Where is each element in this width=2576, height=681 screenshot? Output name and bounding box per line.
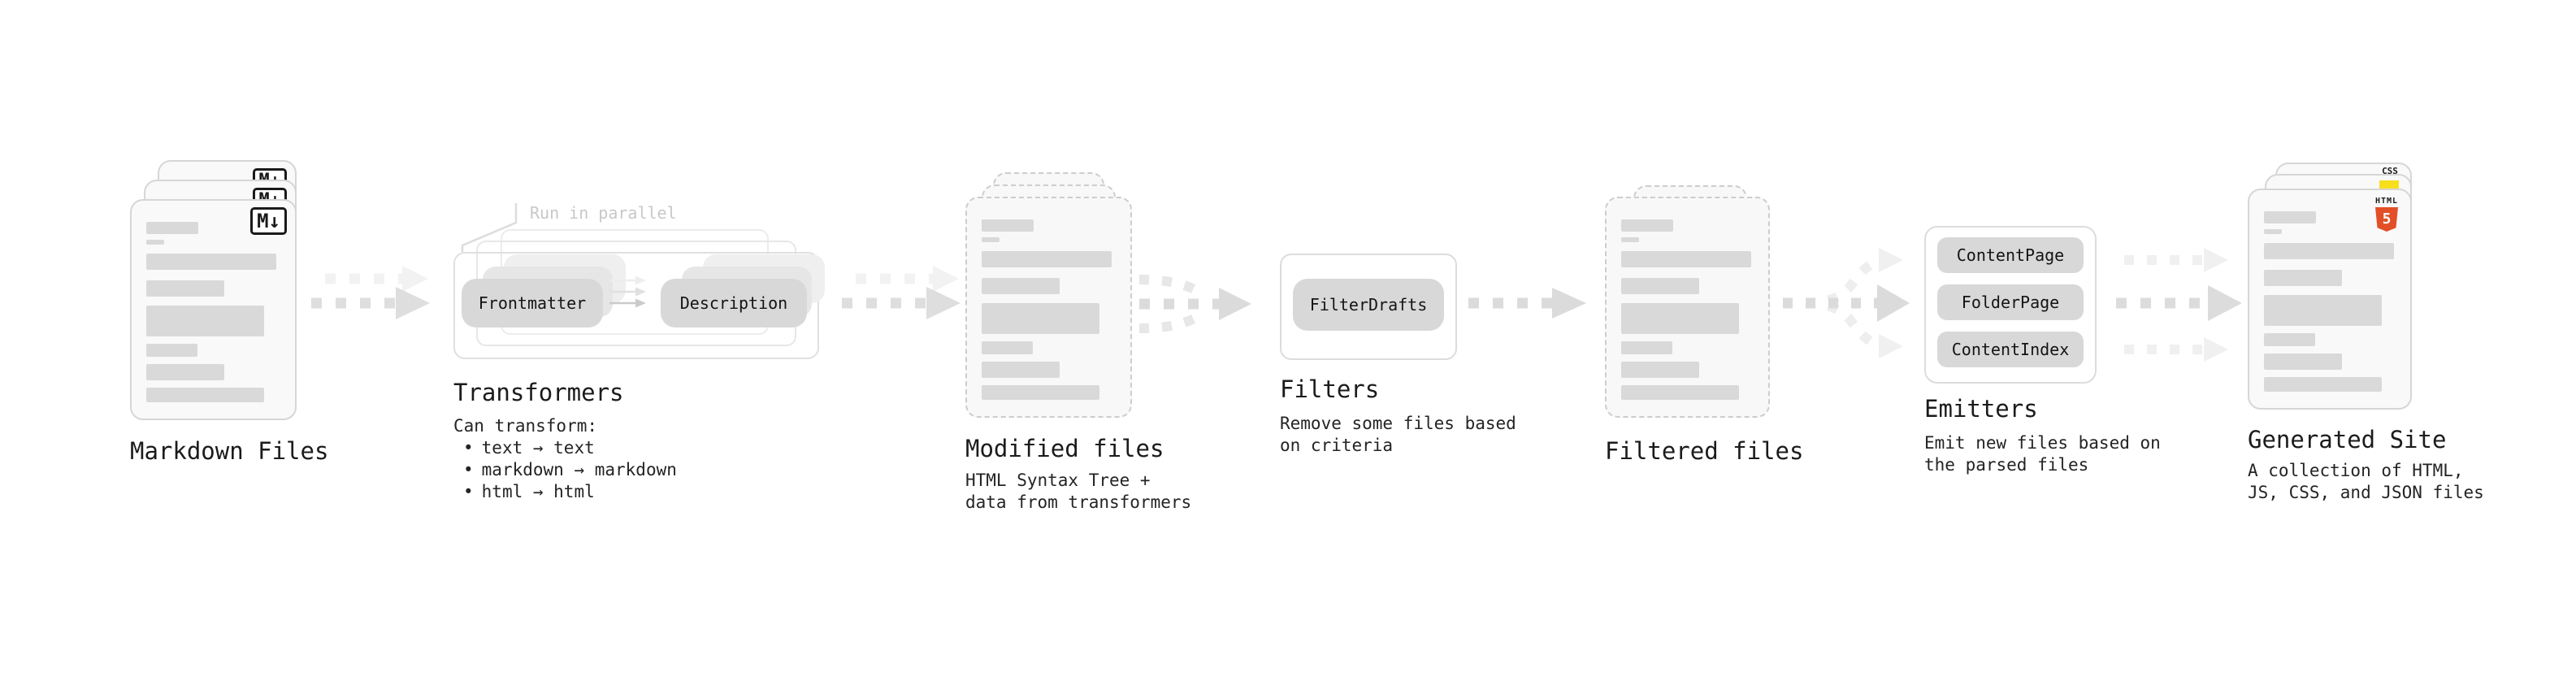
document-placeholder-lines — [2264, 211, 2394, 392]
placeholder-bar — [982, 341, 1033, 354]
placeholder-bar — [146, 240, 164, 245]
bullet-icon: • — [463, 438, 474, 458]
modified-files-caption: HTML Syntax Tree + data from transformer… — [965, 470, 1191, 514]
placeholder-bar — [2264, 243, 2394, 259]
placeholder-bar — [146, 364, 224, 380]
generated-site-card-html: HTML 5 — [2248, 189, 2412, 410]
placeholder-bar — [1621, 341, 1672, 354]
caption-line: Can transform: — [453, 416, 598, 436]
stage-title-modified-files: Modified files — [965, 435, 1164, 462]
placeholder-bar — [1621, 385, 1739, 400]
transformer-node-frontmatter: Frontmatter — [462, 279, 603, 327]
placeholder-bar — [982, 303, 1099, 334]
placeholder-bar — [1621, 219, 1673, 232]
stage-title-filters: Filters — [1280, 375, 1380, 403]
placeholder-bar — [146, 280, 224, 297]
stage-title-emitters: Emitters — [1924, 395, 2038, 423]
placeholder-bar — [982, 278, 1060, 294]
placeholder-bar — [2264, 333, 2315, 346]
javascript-icon — [2379, 180, 2399, 191]
bullet-icon: • — [463, 482, 474, 501]
emitter-node-contentindex: ContentIndex — [1937, 332, 2084, 367]
bullet-item: •text → text — [463, 438, 595, 458]
transformer-node-description: Description — [661, 279, 807, 327]
caption-line: the parsed files — [1924, 455, 2089, 475]
placeholder-bar — [982, 251, 1112, 267]
caption-line: HTML Syntax Tree + — [965, 471, 1151, 490]
emitters-caption: Emit new files based on the parsed files — [1924, 432, 2161, 476]
caption-line: A collection of HTML, — [2248, 461, 2464, 480]
caption-line: Emit new files based on — [1924, 433, 2161, 453]
arrow-fanout-filtered-to-emitters — [1783, 248, 1910, 358]
html5-shield: 5 — [2375, 207, 2398, 232]
bullet-icon: • — [463, 460, 474, 479]
caption-line: JS, CSS, and JSON files — [2248, 483, 2484, 502]
placeholder-bar — [1621, 278, 1699, 294]
parallel-mini-arrows — [609, 275, 646, 308]
placeholder-bar — [2264, 211, 2316, 223]
generated-site-caption: A collection of HTML, JS, CSS, and JSON … — [2248, 460, 2484, 504]
caption-line: on criteria — [1280, 436, 1394, 455]
arrow-merge-modified-to-filters — [1138, 275, 1251, 333]
placeholder-bar — [1621, 251, 1751, 267]
transformers-container — [453, 252, 819, 359]
placeholder-bar — [982, 219, 1034, 232]
placeholder-bar — [146, 344, 197, 357]
stage-title-filtered-files: Filtered files — [1605, 437, 1804, 465]
filtered-file-card-front — [1605, 197, 1770, 418]
transformers-caption: Can transform: •text → text •markdown → … — [453, 415, 677, 503]
placeholder-bar — [2264, 377, 2382, 392]
stage-title-generated-site: Generated Site — [2248, 426, 2447, 453]
bullet-item: •html → html — [463, 482, 595, 501]
markdown-icon: M↓ — [250, 207, 287, 235]
placeholder-bar — [146, 254, 276, 270]
markdown-file-card-front: M↓ — [130, 199, 297, 420]
placeholder-bar — [146, 222, 198, 234]
emitter-node-contentpage: ContentPage — [1937, 237, 2084, 273]
placeholder-bar — [146, 306, 264, 336]
html5-icon: HTML 5 — [2373, 197, 2400, 232]
run-in-parallel-note: Run in parallel — [530, 203, 677, 223]
note-leader-line — [461, 203, 518, 252]
arrow-markdown-to-transformers — [311, 266, 430, 319]
stage-title-transformers: Transformers — [453, 379, 624, 406]
placeholder-bar — [2264, 270, 2342, 286]
filter-node-filterdrafts: FilterDrafts — [1293, 279, 1444, 331]
arrows-emitters-to-generated-site — [2116, 248, 2242, 362]
arrow-transformers-to-modified — [842, 266, 961, 319]
placeholder-bar — [2264, 295, 2382, 326]
stage-title-markdown-files: Markdown Files — [130, 437, 329, 465]
placeholder-bar — [2264, 229, 2282, 234]
placeholder-bar — [982, 385, 1099, 400]
document-placeholder-lines — [982, 219, 1112, 400]
placeholder-bar — [982, 237, 1000, 242]
document-placeholder-lines — [146, 222, 276, 402]
emitter-node-folderpage: FolderPage — [1937, 284, 2084, 320]
modified-file-card-front — [965, 197, 1132, 418]
placeholder-bar — [1621, 303, 1739, 334]
document-placeholder-lines — [1621, 219, 1751, 400]
arrow-filters-to-filtered — [1468, 288, 1586, 319]
placeholder-bar — [1621, 362, 1699, 378]
filters-caption: Remove some files based on criteria — [1280, 413, 1516, 457]
placeholder-bar — [2264, 354, 2342, 370]
placeholder-bar — [982, 362, 1060, 378]
caption-line: data from transformers — [965, 492, 1192, 512]
bullet-item: •markdown → markdown — [463, 460, 677, 479]
placeholder-bar — [1621, 237, 1639, 242]
caption-line: Remove some files based — [1280, 414, 1516, 433]
placeholder-bar — [146, 388, 264, 402]
